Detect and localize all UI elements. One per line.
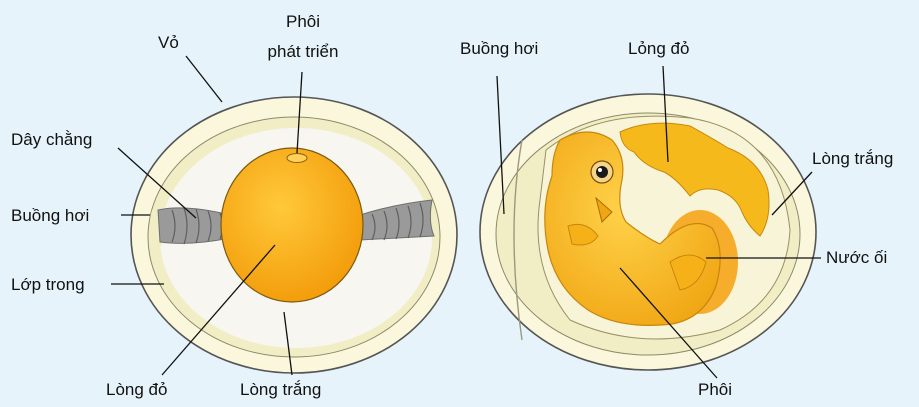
label-right-yolk: Lỏng đỏ — [628, 39, 689, 59]
label-left-albumen: Lòng trắng — [240, 380, 321, 400]
label-chalaza: Dây chằng — [11, 130, 92, 150]
left-egg — [131, 97, 457, 373]
label-right-air-sac: Buồng hơi — [460, 39, 538, 59]
right-egg — [480, 94, 816, 370]
chalaza-left — [158, 208, 230, 244]
label-right-albumen: Lòng trắng — [812, 149, 893, 169]
embryo-spot — [287, 154, 307, 163]
left-yolk — [221, 148, 363, 302]
label-embryo: Phôi — [698, 380, 732, 400]
label-amniotic-fluid: Nước ối — [826, 248, 887, 268]
label-left-yolk: Lòng đỏ — [106, 380, 167, 400]
label-left-air-sac: Buồng hơi — [11, 206, 89, 226]
label-developing-embryo-line1: Phôi — [258, 12, 348, 32]
label-inner-layer: Lớp trong — [11, 275, 85, 295]
label-developing-embryo-line2: phát triển — [248, 42, 358, 62]
label-shell: Vỏ — [158, 33, 179, 53]
